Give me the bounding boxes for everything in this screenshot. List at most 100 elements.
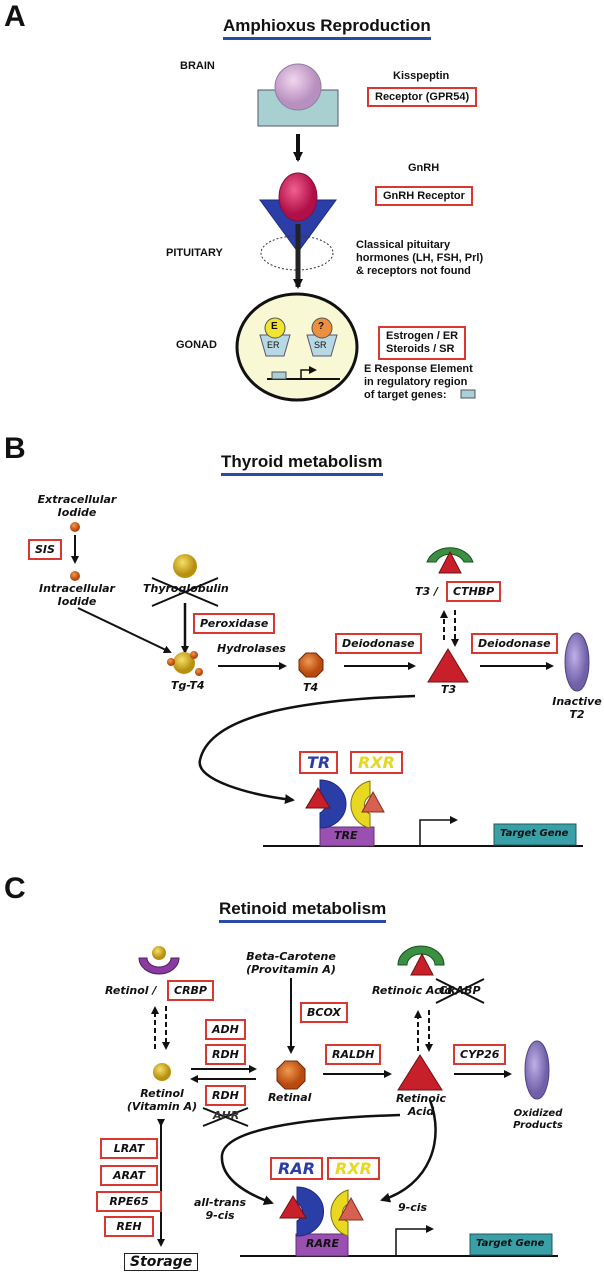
rare-label: RARE: [306, 1237, 339, 1250]
tg-t4-label: Tg-T4: [171, 679, 205, 692]
intracellular-iodide-dot: [70, 571, 80, 581]
receptor-gpr54-box: Receptor (GPR54): [367, 87, 478, 107]
tg-iodide-dot: [190, 651, 198, 659]
t3-triangle: [427, 648, 469, 683]
extracellular-line-2: Iodide: [57, 505, 97, 519]
ahr-cross-2: [202, 1107, 249, 1127]
t3-cthbp-label: T3 /: [415, 585, 439, 598]
kisspeptin-label: Kisspeptin: [393, 70, 450, 82]
pituitary-note-2: hormones (LH, FSH, Prl): [356, 252, 484, 264]
t3-label: T3: [441, 683, 457, 696]
peroxidase-box: Peroxidase: [193, 613, 276, 634]
intracellular-iodide-label: Intracellular Iodide: [32, 582, 122, 608]
level-gonad: GONAD: [176, 339, 217, 351]
retinoid-target-gene-box: [469, 1233, 553, 1256]
cthbp-box: CTHBP: [446, 581, 502, 602]
rare-box: [295, 1233, 349, 1257]
reh-box: REH: [104, 1216, 154, 1237]
pituitary-note-3: & receptors not found: [356, 265, 471, 277]
response-note-1: E Response Element: [364, 363, 473, 375]
tre-label: TRE: [334, 829, 358, 842]
steroids-sr-line: Steroids / SR: [386, 343, 455, 355]
retinoic-line-1: Retinoic: [395, 1092, 447, 1105]
gonad-cell: [235, 292, 359, 402]
beta-carotene-label: Beta-Carotene (Provitamin A): [244, 950, 338, 976]
raldh-box: RALDH: [325, 1044, 382, 1065]
tg-t4-ball: [173, 652, 195, 674]
level-brain: BRAIN: [180, 60, 215, 72]
oxidized-products-ellipse: [524, 1040, 550, 1100]
t4-octagon: [298, 652, 324, 678]
thyroglobulin-ball: [173, 554, 197, 578]
panel-a-title: Amphioxus Reproduction: [223, 16, 431, 40]
panel-c-art: [138, 945, 558, 1257]
t3-bound-triangle: [438, 550, 462, 574]
estrogen-ligand-label: E: [271, 321, 278, 332]
unknown-ligand-label: ?: [318, 321, 325, 332]
retinol-line-2: (Vitamin A): [126, 1099, 198, 1113]
level-pituitary: PITUITARY: [166, 247, 223, 259]
tg-iodide-dot: [195, 668, 203, 676]
retinol-crbp-label: Retinol /: [105, 984, 157, 997]
rxr-box-c: RXR: [327, 1157, 380, 1180]
adh-box: ADH: [205, 1019, 246, 1040]
rxr-receptor-shape: [350, 780, 371, 829]
arrow-t3-to-tr: [198, 694, 416, 805]
pituitary-note-1: Classical pituitary: [356, 239, 451, 251]
panel-c-letter: C: [4, 872, 26, 905]
tr-box: TR: [299, 751, 339, 774]
extracellular-line-1: Extracellular: [37, 493, 117, 506]
beta-carotene-line-2: (Provitamin A): [246, 962, 336, 976]
crbp-protein: [138, 957, 180, 975]
retinol-line-1: Retinol: [140, 1087, 184, 1100]
steroid-receptors-box: Estrogen / ER Steroids / SR: [378, 326, 467, 360]
panel-a-letter: A: [4, 0, 26, 33]
rdh-box-2: RDH: [205, 1085, 246, 1106]
thyroid-target-gene-box: [493, 823, 577, 846]
rpe65-box: RPE65: [96, 1191, 162, 1212]
t4-label: T4: [303, 681, 319, 694]
bcox-box: BCOX: [300, 1002, 348, 1023]
retinoic-acid-triangle: [397, 1054, 443, 1091]
oxidized-products-label: Oxidized Products: [510, 1108, 566, 1131]
response-element-legend-swatch: [460, 389, 476, 399]
retinoic-line-2: Acid: [407, 1104, 435, 1118]
rxr-receptor-shape-c: [330, 1189, 349, 1237]
arrow-all-trans: [220, 1113, 401, 1205]
crabp-crossed-label: CRABP: [439, 984, 481, 997]
retinol-bound-ball: [152, 946, 166, 960]
rdh-box-1: RDH: [205, 1044, 246, 1065]
lrat-box: LRAT: [100, 1138, 158, 1159]
arrow-9-cis: [380, 1099, 437, 1203]
extracellular-iodide-label: Extracellular Iodide: [32, 493, 122, 519]
panel-b-letter: B: [4, 432, 26, 465]
ra-bound-triangle: [410, 952, 434, 976]
tr-ligand-triangle: [305, 787, 331, 809]
crbp-box: CRBP: [167, 980, 214, 1001]
gnrh-label: GnRH: [408, 162, 440, 174]
all-trans-line-2: 9-cis: [205, 1208, 235, 1222]
tre-tss-arrow: [419, 816, 458, 846]
gnrh-receptor-box: GnRH Receptor: [375, 186, 473, 206]
panel-b-art: [70, 522, 590, 847]
ahr-crossed-label: AHR: [213, 1109, 240, 1122]
sis-box: SIS: [28, 539, 62, 560]
cthbp-protein: [426, 547, 474, 563]
crabp-cross-2: [435, 978, 485, 1004]
retinoic-acid-crabp-label: Retinoic Acid /: [372, 984, 461, 997]
inactive-line-2: T2: [569, 707, 585, 721]
crabp-protein: [397, 945, 445, 966]
gonad-tss-arrow: [300, 366, 317, 379]
retinal-octagon: [276, 1060, 306, 1090]
oxidized-line-2: Products: [513, 1119, 563, 1131]
retinoic-acid-label: Retinoic Acid: [393, 1092, 449, 1118]
unknown-steroid-ligand: [311, 317, 333, 339]
extracellular-iodide-dot: [70, 522, 80, 532]
panel-b-title: Thyroid metabolism: [221, 452, 383, 476]
response-note-3: of target genes:: [364, 389, 447, 401]
beta-carotene-line-1: Beta-Carotene: [246, 950, 336, 963]
inactive-t2-label: Inactive T2: [549, 695, 604, 721]
estrogen-ligand: [264, 317, 286, 339]
